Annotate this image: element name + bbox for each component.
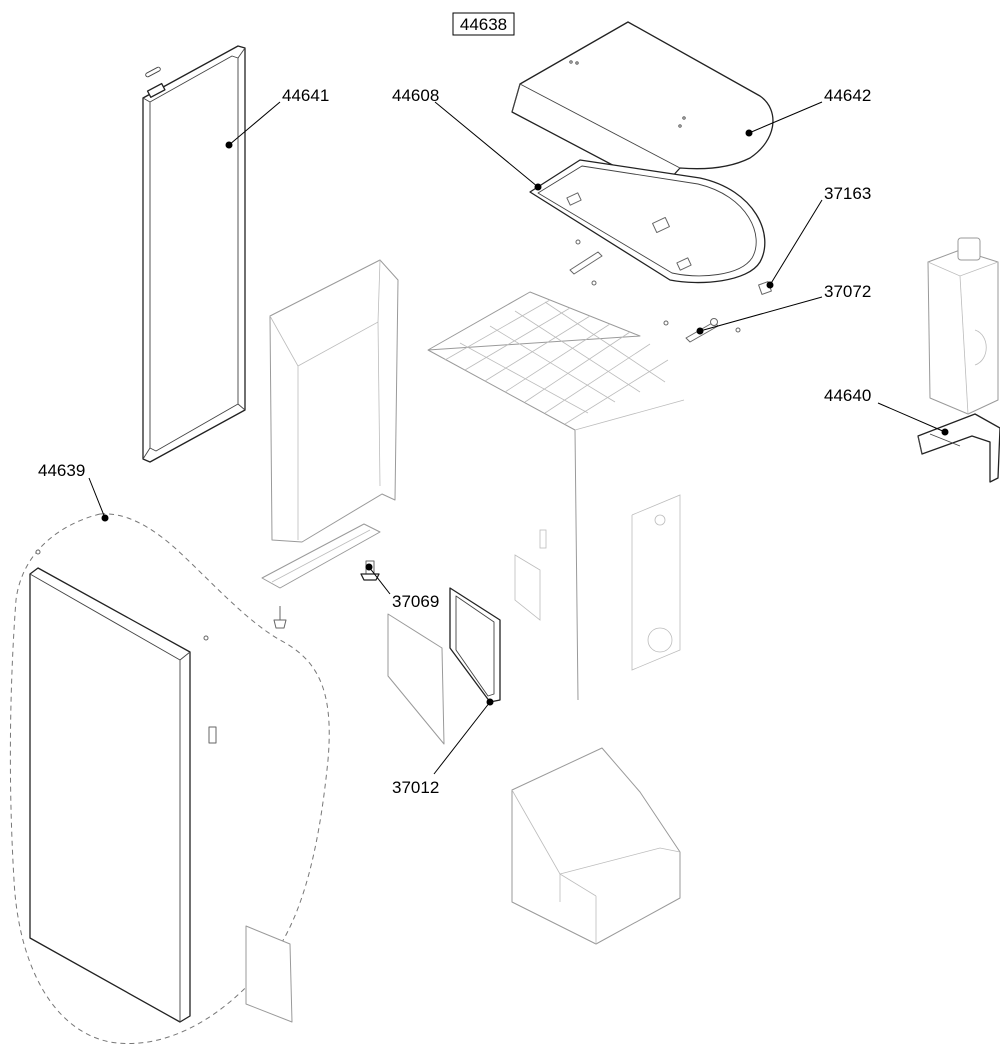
callout-dot	[941, 428, 949, 436]
callout-44641: 44641	[225, 86, 329, 149]
part-inner-side-panel	[269, 259, 399, 543]
callout-dot	[766, 281, 774, 289]
part-drip-box	[511, 747, 681, 945]
callout-label-44608: 44608	[392, 86, 439, 105]
callout-dot	[745, 129, 753, 137]
callout-44639: 44639	[38, 461, 109, 522]
callout-37012: 37012	[392, 698, 494, 797]
callout-dot	[696, 327, 704, 335]
callout-dot	[101, 514, 109, 522]
callout-label-44640: 44640	[824, 386, 871, 405]
part-glass-door-frame	[142, 45, 246, 463]
callout-dot	[486, 698, 494, 706]
callout-44640: 44640	[824, 386, 949, 436]
callout-label-37012: 37012	[392, 778, 439, 797]
callout-label-37072: 37072	[824, 282, 871, 301]
part-front-door-group	[9, 513, 330, 1044]
part-main-cabinet	[427, 291, 685, 701]
part-bottom-bracket	[261, 523, 381, 629]
callout-44608: 44608	[392, 86, 542, 191]
callout-37069: 37069	[365, 563, 439, 611]
callout-44642: 44642	[745, 86, 871, 137]
callout-dot	[225, 141, 233, 149]
callout-label-44641: 44641	[282, 86, 329, 105]
part-inner-door-panel	[387, 613, 445, 745]
callout-37163: 37163	[766, 184, 871, 289]
callout-label-37163: 37163	[824, 184, 871, 203]
callout-label-44642: 44642	[824, 86, 871, 105]
part-tank-bracket	[917, 413, 1000, 483]
part-gasket-tray	[529, 159, 766, 284]
callout-dot	[365, 563, 373, 571]
callout-37072: 37072	[696, 282, 871, 335]
part-lid-cover	[511, 21, 774, 191]
part-door-gasket	[449, 587, 501, 703]
callout-label-44639: 44639	[38, 461, 85, 480]
callout-label-37069: 37069	[392, 592, 439, 611]
part-water-tank	[927, 237, 999, 415]
assembly-label: 44638	[460, 15, 507, 34]
assembly-label-box: 44638	[452, 12, 515, 36]
callout-dot	[534, 183, 542, 191]
